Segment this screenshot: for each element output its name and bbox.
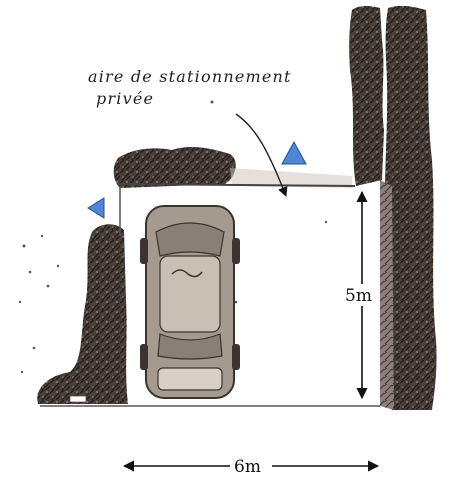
annotation-line-1: aire de stationnement: [88, 67, 292, 86]
blue-triangle-marker-icon: [281, 140, 307, 165]
left-hedge: [37, 224, 128, 404]
width-dimension-label: 6m: [234, 457, 261, 477]
blue-triangle-marker-icon: [87, 197, 105, 219]
top-hedge: [113, 147, 356, 188]
annotation-leader-arrow: [235, 113, 288, 197]
car-illustration: [140, 205, 240, 399]
ground-specks: [18, 100, 328, 374]
right-hedge: [349, 5, 437, 410]
annotation-line-2: privée: [96, 89, 154, 108]
depth-dimension-label: 5m: [345, 286, 372, 306]
